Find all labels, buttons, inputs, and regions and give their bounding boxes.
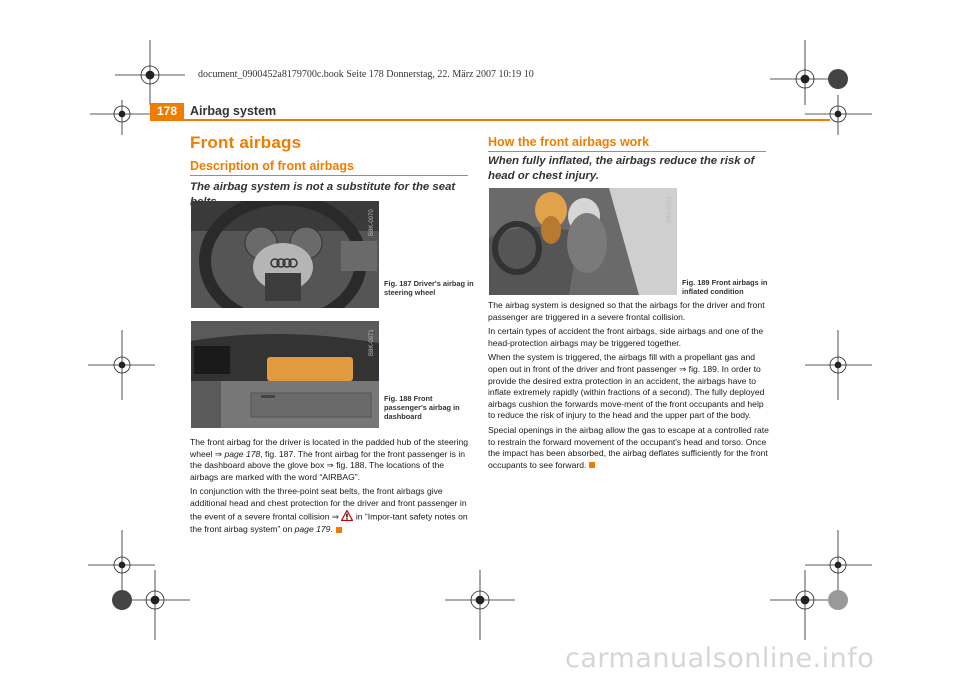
right-paragraph-3: When the system is triggered, the airbag… xyxy=(488,352,765,421)
left-body: The front airbag for the driver is locat… xyxy=(190,437,472,539)
page-link-178[interactable]: page 178 xyxy=(224,448,261,459)
right-body: The airbag system is designed so that th… xyxy=(488,300,770,474)
left-subtitle: Description of front airbags xyxy=(190,159,354,173)
figure-189-caption: Fig. 189 Front airbags in inflated condi… xyxy=(682,278,768,296)
watermark: carmanualsonline.info xyxy=(565,643,875,674)
left-paragraph-1: The front airbag for the driver is locat… xyxy=(190,437,469,482)
page-number: 178 xyxy=(150,103,184,119)
end-of-section-icon xyxy=(335,526,342,533)
left-paragraph-2: In conjunction with the three-point seat… xyxy=(190,486,468,535)
left-subtitle-rule xyxy=(190,175,468,176)
right-paragraph-2: In certain types of accident the front a… xyxy=(488,326,764,348)
right-intro: When fully inflated, the airbags reduce … xyxy=(488,155,755,182)
right-subtitle: How the front airbags work xyxy=(488,135,650,149)
figure-189-inflated-airbags: B8K-0072 xyxy=(489,188,677,295)
end-of-section-icon xyxy=(589,462,596,469)
page-title: Front airbags xyxy=(190,133,302,152)
figure-187-steering-wheel: B8K-0070 xyxy=(191,201,379,308)
figure-189-code: B8K-0072 xyxy=(667,196,673,223)
page-link-179[interactable]: page 179 xyxy=(294,524,331,535)
figure-188-caption: Fig. 188 Front passenger's airbag in das… xyxy=(384,394,460,421)
warning-triangle-icon xyxy=(340,508,354,525)
figure-187-code: B8K-0070 xyxy=(369,209,375,236)
figure-188-dashboard: B8K-0071 xyxy=(191,321,379,428)
right-paragraph-1: The airbag system is designed so that th… xyxy=(488,300,765,322)
figure-188-code: B8K-0071 xyxy=(369,329,375,356)
right-paragraph-4: Special openings in the airbag allow the… xyxy=(488,424,769,470)
section-title: Airbag system xyxy=(190,104,277,118)
print-header: document_0900452a8179700c.book Seite 178… xyxy=(198,69,534,80)
header-rule xyxy=(150,119,830,121)
right-subtitle-rule xyxy=(488,151,766,152)
figure-187-caption: Fig. 187 Driver's airbag in steering whe… xyxy=(384,279,474,297)
